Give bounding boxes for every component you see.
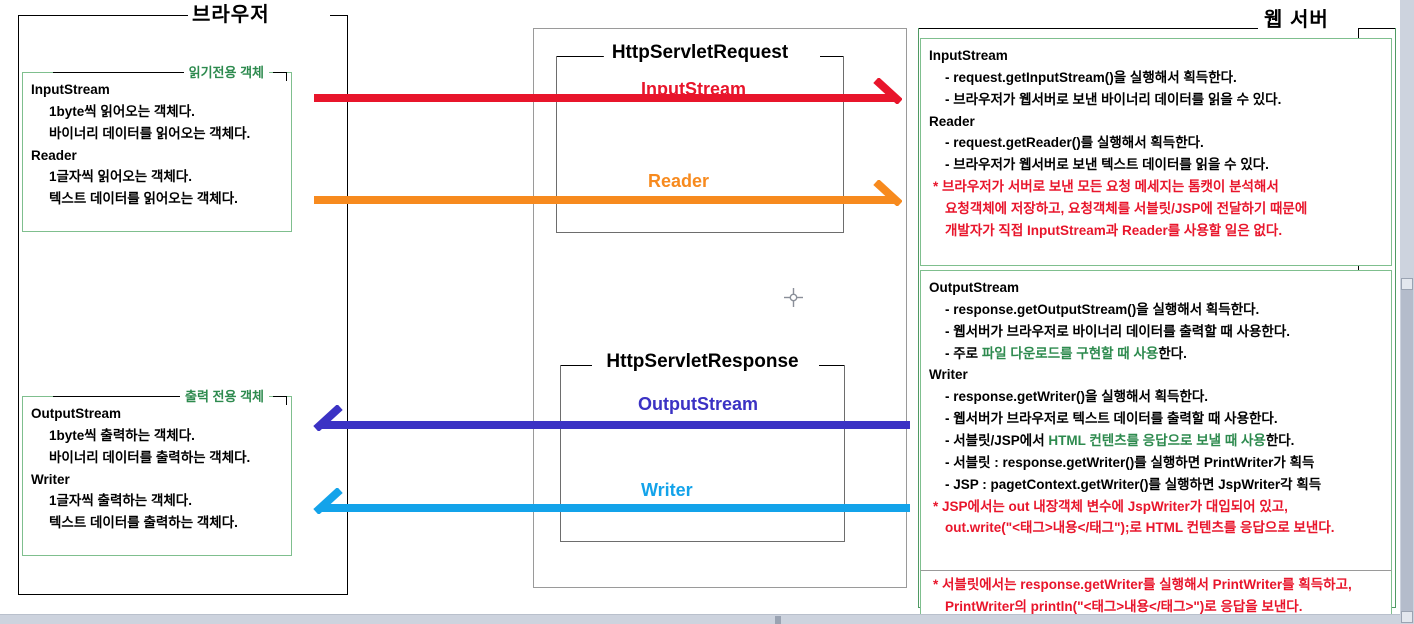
arrow-writer: [320, 504, 910, 512]
vertical-scrollbar-up-button[interactable]: [1401, 278, 1413, 290]
browser-panel-top-border-left: [18, 15, 188, 16]
stream-label-output-stream: OutputStream: [638, 394, 759, 414]
horizontal-scrollbar-thumb[interactable]: [775, 616, 781, 624]
write-only-group-line: 1글자씩 출력하는 객체다.: [49, 493, 192, 509]
write-only-group-line: 텍스트 데이터를 출력하는 객체다.: [49, 515, 238, 531]
http-servlet-request-box: HttpServletRequest: [556, 42, 844, 233]
browser-panel-top-border-right: [330, 15, 348, 16]
server-response-note-jsp-line: * JSP에서는 out 내장객체 변수에 JspWriter가 대입되어 있고…: [933, 498, 1288, 514]
browser-panel: [18, 15, 348, 595]
read-only-box-rule-left: [53, 72, 193, 73]
read-only-group-line: 1글자씩 읽어오는 객체다.: [49, 169, 192, 185]
server-response-group-line-highlighted: - 주로 파일 다운로드를 구현할 때 사용한다.: [929, 343, 1383, 365]
server-request-note-line: * 브라우저가 서버로 보낸 모든 요청 메세지는 톰캣이 분석해서: [933, 179, 1279, 195]
line-prefix: - 서블릿/JSP에서: [945, 433, 1049, 449]
server-request-detail-box: InputStream - request.getInputStream()을 …: [920, 38, 1392, 266]
write-only-box-rule-left: [53, 396, 189, 397]
server-request-note-line: 요청객체에 저장하고, 요청객체를 서블릿/JSP에 전달하기 때문에: [945, 201, 1308, 217]
server-request-group-line: - 브라우저가 웹서버로 보낸 바이너리 데이터를 읽을 수 있다.: [945, 91, 1282, 107]
read-only-box-title: 읽기전용 객체: [183, 62, 269, 81]
response-box-frame: [560, 365, 845, 542]
arrow-head-reader-icon: [873, 180, 902, 206]
vertical-scrollbar[interactable]: [1400, 0, 1414, 624]
request-box-label: HttpServletRequest: [603, 42, 797, 64]
server-response-group-line: - 서블릿 : response.getWriter()를 실행하면 Print…: [945, 454, 1315, 470]
server-response-group-name: Writer: [929, 367, 968, 383]
vertical-scrollbar-down-button[interactable]: [1401, 611, 1413, 623]
server-request-group-name: InputStream: [929, 48, 1008, 63]
write-only-box-rule-right: [273, 396, 287, 397]
read-only-box-tick-right: [286, 72, 287, 81]
server-panel-top-border-right: [1358, 28, 1396, 29]
server-response-group-line: - response.getWriter()을 실행해서 획득한다.: [945, 389, 1209, 405]
request-box-frame: [556, 56, 844, 233]
write-only-box-title: 출력 전용 객체: [180, 386, 269, 405]
middle-panel: [533, 28, 907, 588]
line-suffix: 한다.: [1158, 345, 1187, 361]
write-only-group-line: 1byte씩 출력하는 객체다.: [49, 427, 195, 443]
write-only-group-name: OutputStream: [31, 406, 122, 421]
server-request-note-line: 개발자가 직접 InputStream과 Reader를 사용할 일은 없다.: [945, 222, 1283, 238]
server-response-group-line: - 웹서버가 브라우저로 바이너리 데이터를 출력할 때 사용한다.: [945, 323, 1291, 339]
response-box-label: HttpServletResponse: [598, 351, 807, 373]
write-only-group-line: 바이너리 데이터를 출력하는 객체다.: [49, 449, 251, 465]
server-request-group-name: Reader: [929, 113, 975, 129]
server-response-note-servlet-line: * 서블릿에서는 response.getWriter를 실행해서 PrintW…: [933, 577, 1352, 592]
line-suffix: 한다.: [1265, 433, 1295, 449]
write-only-group-name: Writer: [31, 471, 70, 487]
arrow-reader: [314, 196, 896, 204]
read-only-group-line: 바이너리 데이터를 읽어오는 객체다.: [49, 125, 251, 141]
server-response-detail-box: OutputStream - response.getOutputStream(…: [920, 270, 1392, 608]
server-request-group-line: - request.getInputStream()을 실행해서 획득한다.: [945, 69, 1237, 85]
arrow-head-output-stream-icon: [313, 405, 343, 431]
arrow-head-writer-icon: [313, 488, 343, 514]
line-highlight: HTML 컨텐츠를 응답으로 보낼 때 사용: [1048, 433, 1266, 449]
server-response-note-servlet-line: PrintWriter의 println("<태그>내용</태그>")로 응답을…: [945, 598, 1303, 614]
response-box-top-right: [819, 365, 845, 366]
read-only-box-rule-right: [273, 72, 287, 73]
anchor-crosshair-icon: [784, 288, 803, 307]
stream-label-writer: Writer: [641, 480, 693, 500]
server-panel-label: 웹 서버: [1264, 9, 1329, 31]
read-only-group-line: 텍스트 데이터를 읽어오는 객체다.: [49, 191, 238, 207]
read-only-group-line: 1byte씩 읽어오는 객체다.: [49, 103, 195, 119]
http-servlet-response-box: HttpServletResponse: [560, 351, 845, 542]
horizontal-scrollbar[interactable]: [0, 614, 1400, 624]
server-response-group-name: OutputStream: [929, 280, 1020, 295]
write-only-box-tick-right: [286, 396, 287, 405]
server-response-group-line-highlighted: - 서블릿/JSP에서 HTML 컨텐츠를 응답으로 보낼 때 사용한다.: [929, 430, 1383, 452]
server-response-group-line: - response.getOutputStream()을 실행해서 획득한다.: [945, 301, 1260, 317]
line-highlight: 파일 다운로드를 구현할 때 사용: [981, 345, 1159, 361]
arrow-output-stream: [320, 421, 910, 429]
arrow-head-input-stream-icon: [873, 78, 902, 104]
request-box-top-right: [820, 56, 844, 57]
server-request-group-line: - 브라우저가 웹서버로 보낸 텍스트 데이터를 읽을 수 있다.: [945, 157, 1269, 173]
response-box-top-left: [560, 365, 592, 366]
server-request-group-line: - request.getReader()를 실행해서 획득한다.: [945, 135, 1204, 151]
server-response-group-line: - 웹서버가 브라우저로 텍스트 데이터를 출력할 때 사용한다.: [945, 411, 1278, 427]
stream-label-reader: Reader: [648, 171, 710, 191]
line-prefix: - 주로: [945, 345, 982, 361]
write-only-object-box: 출력 전용 객체 OutputStream 1byte씩 출력하는 객체다. 바…: [22, 386, 292, 556]
browser-panel-label: 브라우저: [192, 4, 270, 26]
server-panel-top-border-left: [918, 28, 1258, 29]
read-only-group-name: Reader: [31, 147, 77, 163]
request-box-top-left: [556, 56, 612, 57]
arrow-input-stream: [314, 94, 896, 102]
server-servlet-note-box: * 서블릿에서는 response.getWriter를 실행해서 PrintW…: [920, 570, 1392, 618]
server-response-group-line: - JSP : pagetContext.getWriter()를 실행하면 J…: [945, 476, 1322, 492]
vertical-scrollbar-thumb[interactable]: [1401, 290, 1413, 620]
read-only-group-name: InputStream: [31, 82, 110, 97]
server-response-note-jsp-line: out.write("<태그>내용</태그");로 HTML 컨텐츠를 응답으로…: [945, 520, 1335, 536]
read-only-object-box: 읽기전용 객체 InputStream 1byte씩 읽어오는 객체다. 바이너…: [22, 62, 292, 232]
